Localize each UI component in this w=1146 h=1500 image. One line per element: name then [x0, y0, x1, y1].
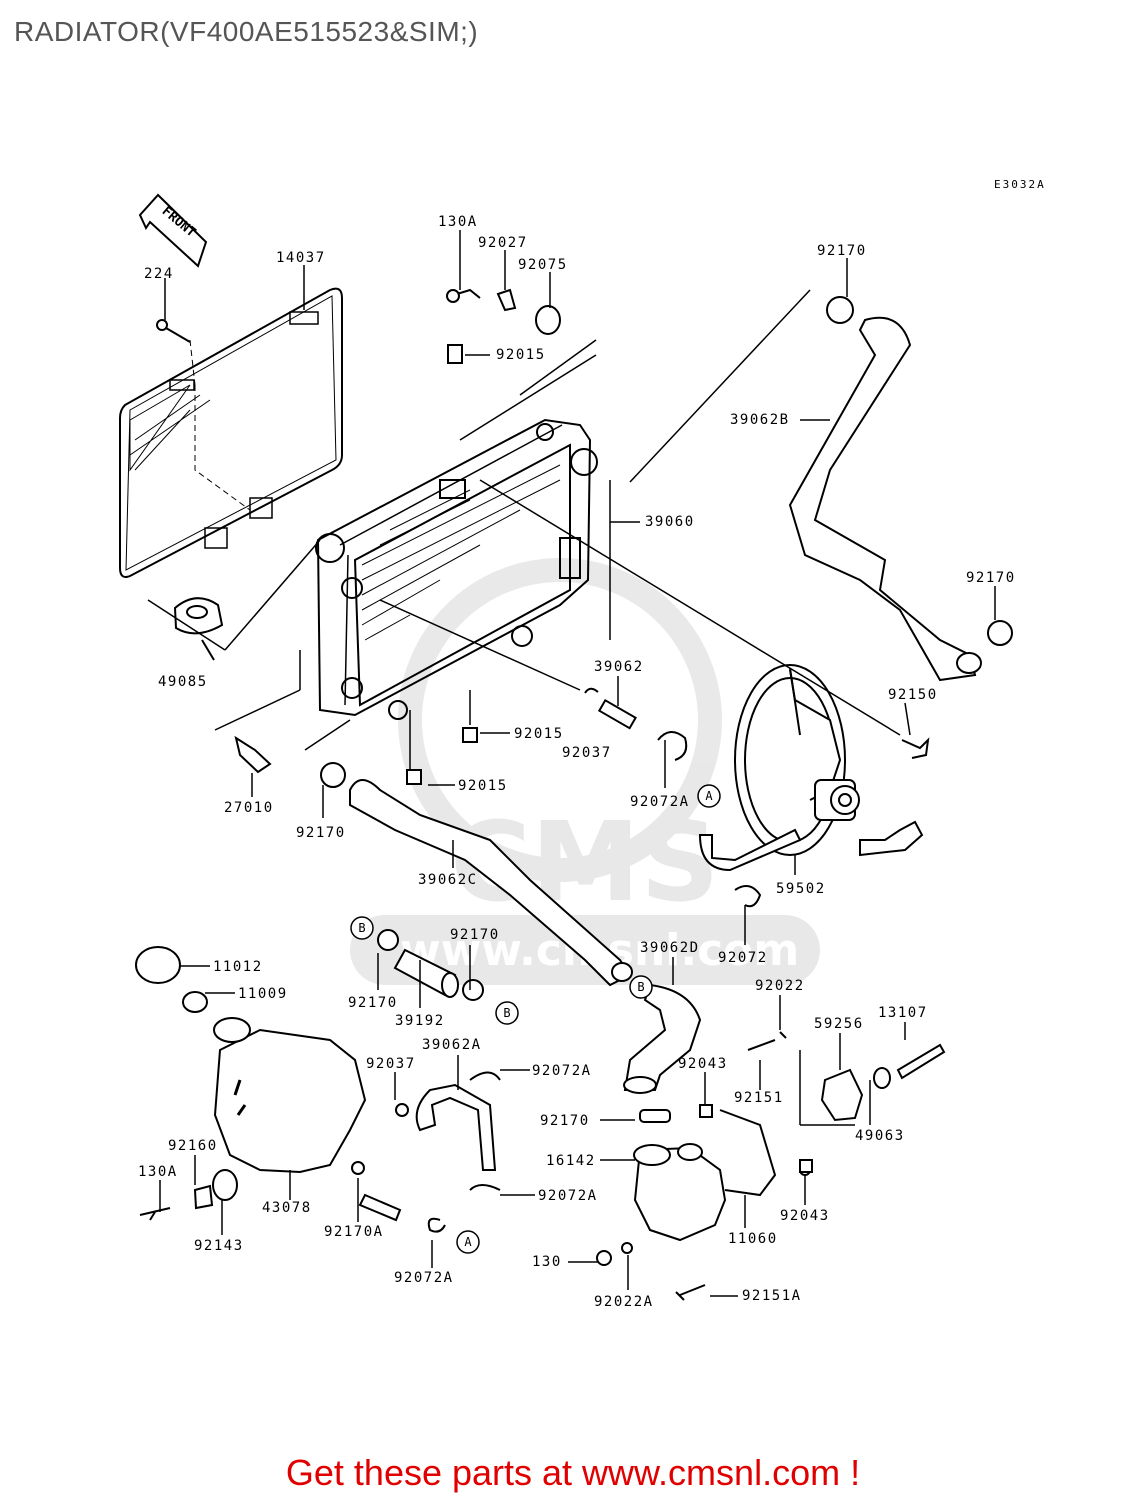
- callout-92170: 92170: [817, 243, 867, 259]
- callout-92037: 92037: [366, 1056, 416, 1072]
- callout-11060: 11060: [728, 1231, 778, 1247]
- marker-b: [350, 916, 374, 940]
- callout-39192: 39192: [395, 1013, 445, 1029]
- callout-92072a: 92072A: [538, 1188, 598, 1204]
- callout-39062c: 39062C: [418, 872, 478, 888]
- callout-92170: 92170: [450, 927, 500, 943]
- callout-92022a: 92022A: [594, 1294, 654, 1310]
- callout-11012: 11012: [213, 959, 263, 975]
- small-fittings: [139, 288, 930, 1301]
- hose-39062d: [623, 983, 702, 1094]
- callout-92075: 92075: [518, 257, 568, 273]
- marker-a-label: A: [464, 1235, 472, 1249]
- callout-224: 224: [144, 266, 174, 282]
- pipe-39192: [377, 929, 484, 1001]
- hose-39062b: [788, 296, 1013, 682]
- callout-92170: 92170: [540, 1113, 590, 1129]
- fan-assembly: [698, 664, 924, 872]
- water-pump: [633, 1106, 811, 1242]
- footer-promo: Get these parts at www.cmsnl.com !: [0, 1452, 1146, 1494]
- marker-b: [495, 1001, 519, 1025]
- callout-92015: 92015: [514, 726, 564, 742]
- footer-link[interactable]: Get these parts at www.cmsnl.com !: [285, 1452, 861, 1493]
- callout-43078: 43078: [262, 1200, 312, 1216]
- radiator-cap: [173, 597, 224, 661]
- reference-markers: [350, 784, 721, 1254]
- callout-92072a: 92072A: [630, 794, 690, 810]
- callout-labels: 224 14037 130A 92027 92075 92015 92170 3…: [138, 214, 1016, 1310]
- callout-16142: 16142: [546, 1153, 596, 1169]
- callout-92143: 92143: [194, 1238, 244, 1254]
- callout-92160: 92160: [168, 1138, 218, 1154]
- callout-130a: 130A: [438, 214, 478, 230]
- hose-39062c: [320, 762, 633, 987]
- leader-lines: [147, 230, 996, 1297]
- bolt-224: [156, 319, 191, 343]
- callout-92151a: 92151A: [742, 1288, 802, 1304]
- marker-a: [456, 1230, 480, 1254]
- callout-92037: 92037: [562, 745, 612, 761]
- marker-a-label: A: [705, 789, 713, 803]
- marker-b-label: B: [637, 980, 644, 994]
- marker-a: [697, 784, 721, 808]
- callout-92015: 92015: [458, 778, 508, 794]
- marker-b-label: B: [358, 921, 365, 935]
- callout-14037: 14037: [276, 250, 326, 266]
- callout-27010: 27010: [224, 800, 274, 816]
- callout-39062b: 39062B: [730, 412, 790, 428]
- callout-92151: 92151: [734, 1090, 784, 1106]
- callout-130: 130: [532, 1254, 562, 1270]
- callout-130a: 130A: [138, 1164, 178, 1180]
- callout-92170: 92170: [966, 570, 1016, 586]
- callout-59256: 59256: [814, 1016, 864, 1032]
- callout-92043: 92043: [678, 1056, 728, 1072]
- reference-marker-labels: A B B B A: [358, 789, 713, 1249]
- callout-39062d: 39062D: [640, 940, 700, 956]
- callout-11009: 11009: [238, 986, 288, 1002]
- callout-39062a: 39062A: [422, 1037, 482, 1053]
- callout-92150: 92150: [888, 687, 938, 703]
- callout-92072a: 92072A: [394, 1270, 454, 1286]
- callout-39060: 39060: [645, 514, 695, 530]
- callout-39062: 39062: [594, 659, 644, 675]
- callout-92072a: 92072A: [532, 1063, 592, 1079]
- radiator-core: [315, 418, 598, 720]
- callout-92043: 92043: [780, 1208, 830, 1224]
- marker-b: [629, 975, 653, 999]
- callout-49063: 49063: [855, 1128, 905, 1144]
- callout-49085: 49085: [158, 674, 208, 690]
- callout-92072: 92072: [718, 950, 768, 966]
- marker-b-label: B: [503, 1006, 510, 1020]
- callout-92170: 92170: [348, 995, 398, 1011]
- page-title: RADIATOR(VF400AE515523&SIM;): [14, 16, 479, 47]
- hose-39062a: [415, 1083, 497, 1171]
- callout-92170: 92170: [296, 825, 346, 841]
- callout-13107: 13107: [878, 1005, 928, 1021]
- callout-59502: 59502: [776, 881, 826, 897]
- impeller: [747, 1031, 946, 1122]
- diagram-code: E3032A: [994, 178, 1046, 191]
- reservoir-tank: [135, 946, 367, 1174]
- callout-92022: 92022: [755, 978, 805, 994]
- front-arrow: FRONT: [138, 193, 208, 268]
- callout-92015: 92015: [496, 347, 546, 363]
- callout-92027: 92027: [478, 235, 528, 251]
- radiator-screen: [119, 287, 343, 578]
- callout-92170a: 92170A: [324, 1224, 384, 1240]
